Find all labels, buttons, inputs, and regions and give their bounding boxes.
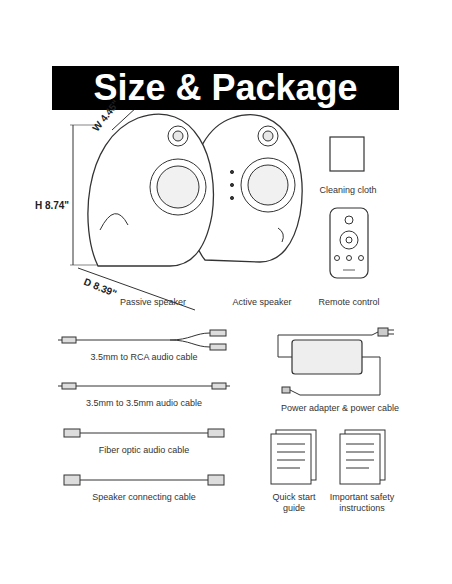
part-label: 3.5mm to 3.5mm audio cable [86, 398, 202, 409]
cleaning-cloth [330, 137, 364, 171]
passive-speaker [88, 114, 214, 266]
dimension-label: H 8.74" [35, 200, 69, 212]
part-label: Quick start guide [264, 492, 324, 514]
part-label: Active speaker [232, 297, 291, 308]
part-label: 3.5mm to RCA audio cable [90, 352, 197, 363]
depth-dimension-line [78, 268, 195, 310]
part-label: Speaker connecting cable [92, 492, 196, 503]
part-label: Remote control [318, 297, 379, 308]
safety-instructions [340, 430, 385, 484]
aux-cable [58, 383, 230, 389]
power-adapter [278, 328, 394, 395]
rca-cable [58, 330, 226, 350]
part-label: Passive speaker [120, 297, 186, 308]
speaker-cable [64, 475, 224, 485]
remote-control [330, 208, 368, 278]
height-dimension-line [73, 125, 74, 265]
height-tick [70, 265, 98, 266]
part-label: Fiber optic audio cable [99, 445, 190, 456]
title: Size & Package [93, 67, 357, 109]
title-band: Size & Package [52, 66, 399, 110]
part-label: Cleaning cloth [319, 185, 376, 196]
optical-cable [64, 429, 224, 437]
part-label: Power adapter & power cable [281, 403, 399, 414]
quick-start-guide [271, 430, 316, 484]
dimension-label: D 8.39" [82, 276, 118, 300]
part-label: Important safety instructions [327, 492, 397, 514]
